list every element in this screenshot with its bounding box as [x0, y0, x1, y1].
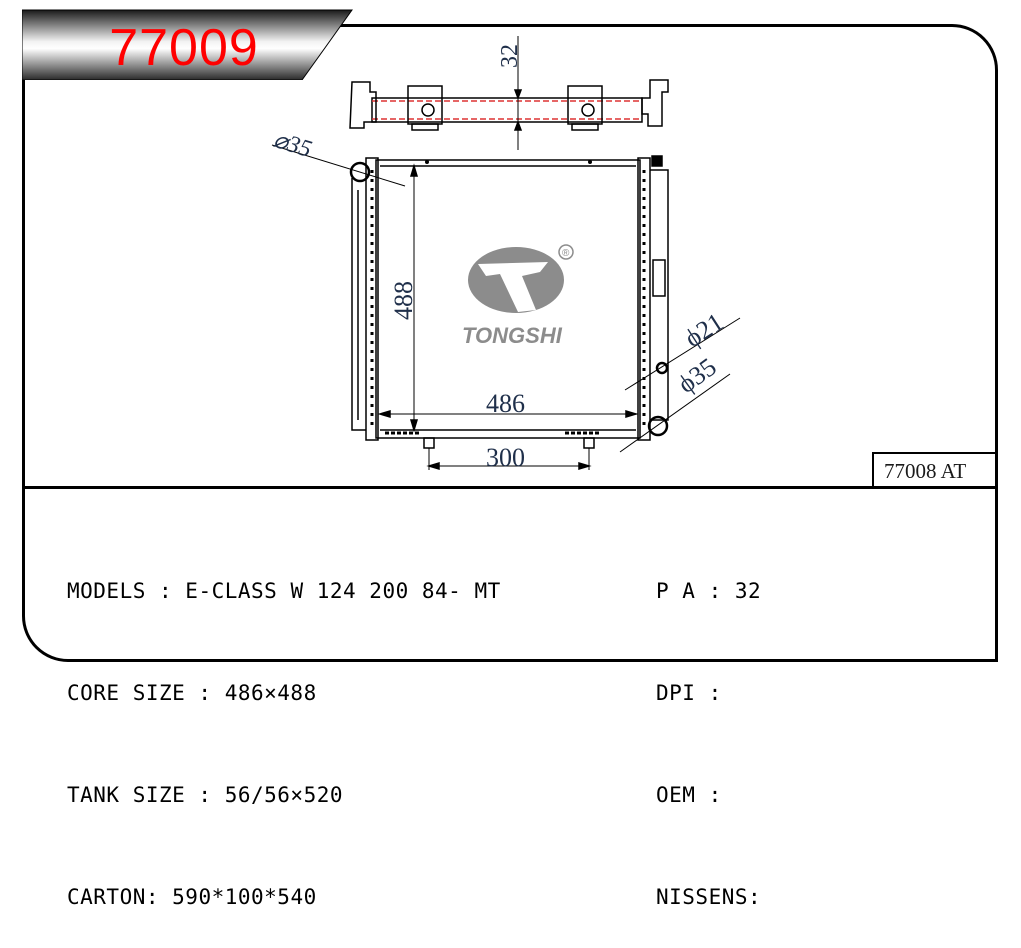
spec-row-oem: OEM :	[656, 778, 761, 812]
spec-row-dpi: DPI :	[656, 676, 761, 710]
tank-thickness-label: 32	[497, 44, 523, 68]
spec-value: 32	[734, 579, 762, 603]
tongshi-logo: ® TONGSHI	[462, 244, 574, 348]
spec-label: DPI :	[656, 681, 735, 705]
reference-part-box: 77008 AT	[872, 452, 998, 488]
spec-label: CARTON:	[67, 885, 173, 909]
registered-mark: ®	[562, 248, 570, 259]
spec-row-tank-size: TANK SIZE : 56/56×520	[67, 778, 501, 812]
spec-value: 486×488	[224, 681, 317, 705]
section-divider	[22, 486, 998, 489]
spec-list-right: P A : 32 DPI : OEM : NISSENS:	[656, 506, 761, 948]
spec-value: E-CLASS W 124 200 84- MT	[185, 579, 501, 603]
spec-label: CORE SIZE :	[67, 681, 225, 705]
spec-label: NISSENS:	[656, 885, 762, 909]
outlet-diameter-label: ϕ35	[672, 352, 721, 399]
part-number: 77009	[109, 19, 259, 77]
spec-sheet-frame	[22, 24, 998, 662]
part-number-banner: 77009	[21, 8, 354, 81]
spec-label: MODELS :	[67, 579, 186, 603]
spec-row-pa: P A : 32	[656, 574, 761, 608]
spec-label: TANK SIZE :	[67, 783, 225, 807]
core-width-label: 486	[486, 389, 525, 418]
spec-row-carton: CARTON: 590*100*540	[67, 880, 501, 914]
small-port-diameter-label: ϕ21	[679, 307, 728, 353]
brand-name: TONGSHI	[462, 323, 563, 348]
core-height-label: 488	[389, 281, 418, 320]
radiator-drawing: 32	[270, 36, 741, 472]
inlet-diameter-label: ⌀35	[270, 127, 314, 163]
spec-row-core-size: CORE SIZE : 486×488	[67, 676, 501, 710]
spec-label: OEM :	[656, 783, 735, 807]
bracket-spacing-label: 300	[486, 443, 525, 472]
spec-row-nissens: NISSENS:	[656, 880, 761, 914]
spec-value: 56/56×520	[224, 783, 344, 807]
spec-row-models: MODELS : E-CLASS W 124 200 84- MT	[67, 574, 501, 608]
spec-value: 590*100*540	[172, 885, 317, 909]
spec-list-left: MODELS : E-CLASS W 124 200 84- MT CORE S…	[67, 506, 501, 948]
spec-label: P A :	[656, 579, 735, 603]
front-view	[271, 144, 741, 471]
top-view	[349, 36, 669, 150]
